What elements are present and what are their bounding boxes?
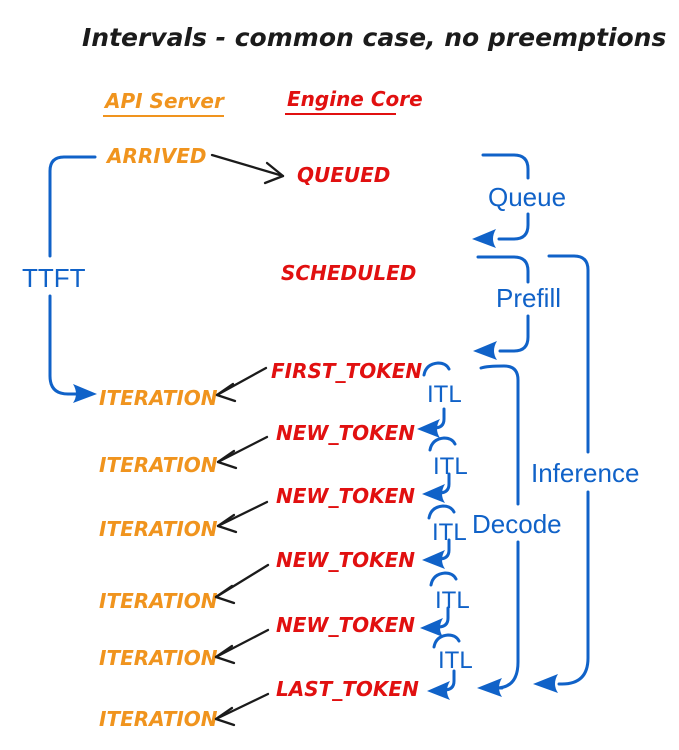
inference-arrowhead-icon (533, 674, 558, 693)
arrow-new-token-1-to-iteration-2 (216, 435, 269, 470)
event-last-token: LAST_TOKEN (276, 677, 419, 701)
column-header-engine-core: Engine Core (287, 87, 423, 111)
column-header-api-server: API Server (103, 89, 225, 113)
itl-arc-4 (429, 571, 458, 587)
event-scheduled: SCHEDULED (281, 261, 416, 285)
itl-arc-5 (432, 633, 461, 649)
itl-arrow-1 (417, 407, 446, 438)
itl-arrow-4 (420, 606, 450, 637)
label-itl-1: ITL (427, 381, 462, 408)
event-iteration-2: ITERATION (99, 453, 218, 477)
itl-arc-1 (422, 361, 451, 377)
event-first-token: FIRST_TOKEN (271, 359, 422, 383)
event-new-token-4: NEW_TOKEN (276, 613, 415, 637)
queue-bracket (472, 153, 530, 248)
inference-bracket (533, 254, 590, 693)
event-queued: QUEUED (297, 163, 390, 187)
event-new-token-2: NEW_TOKEN (276, 484, 415, 508)
arrow-first-token-to-iteration-1 (215, 366, 268, 403)
label-itl-4: ITL (435, 587, 470, 614)
itl-arrowhead-4-icon (420, 618, 443, 637)
event-iteration-5: ITERATION (99, 646, 218, 670)
diagram-title: Intervals - common case, no preemptions (82, 23, 666, 52)
itl-arrow-3 (422, 538, 451, 569)
event-iteration-4: ITERATION (99, 589, 218, 613)
arrow-new-token-4-to-iteration-5 (214, 628, 270, 665)
itl-arrowhead-3-icon (422, 550, 445, 569)
event-new-token-1: NEW_TOKEN (276, 421, 415, 445)
label-itl-5: ITL (438, 647, 473, 674)
arrow-new-token-3-to-iteration-4 (214, 563, 270, 605)
arrow-last-token-to-iteration-6 (214, 692, 270, 727)
arrow-new-token-2-to-iteration-3 (216, 500, 269, 534)
queue-arrowhead-icon (472, 229, 496, 248)
event-arrived: ARRIVED (105, 144, 206, 168)
itl-arc-2 (428, 436, 457, 452)
label-queue: Queue (488, 182, 566, 212)
label-inference: Inference (531, 458, 639, 488)
event-new-token-3: NEW_TOKEN (276, 548, 415, 572)
prefill-bracket (473, 255, 530, 360)
event-iteration-1: ITERATION (99, 386, 218, 410)
itl-arrow-2 (422, 472, 451, 503)
prefill-arrowhead-icon (473, 341, 497, 360)
itl-arrowhead-2-icon (422, 484, 445, 503)
decode-bracket (477, 364, 520, 697)
itl-arrow-5 (427, 669, 456, 700)
label-ttft: TTFT (22, 263, 86, 293)
event-iteration-3: ITERATION (99, 517, 218, 541)
itl-arc-3 (427, 504, 456, 520)
arrow-arrived-to-queued (210, 153, 285, 185)
ttft-bracket (48, 155, 97, 403)
label-prefill: Prefill (496, 283, 561, 313)
ttft-arrowhead-icon (73, 384, 97, 403)
event-iteration-6: ITERATION (99, 707, 218, 731)
itl-arrowhead-1-icon (417, 419, 440, 438)
decode-arrowhead-icon (477, 678, 502, 697)
itl-arrowhead-5-icon (427, 681, 450, 700)
label-decode: Decode (472, 509, 562, 539)
